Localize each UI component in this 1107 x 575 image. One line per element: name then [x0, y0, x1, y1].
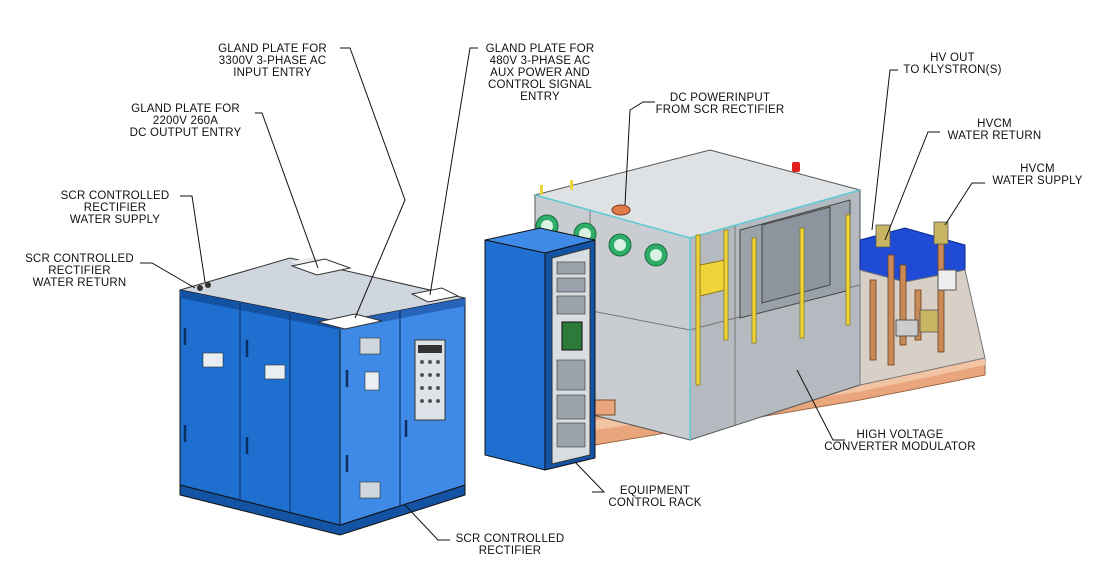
- leader-gland-480: [429, 47, 478, 296]
- leader-dc-input: [624, 101, 655, 206]
- leader-scr-water-supply: [180, 195, 206, 283]
- label-line: CONTROL SIGNAL: [488, 79, 592, 91]
- rectifier-control-panel: [414, 339, 446, 421]
- label-line: WATER RETURN: [32, 277, 127, 289]
- label-line: GLAND PLATE FOR: [485, 43, 595, 55]
- hvcm-water-plumbing: [859, 221, 986, 386]
- label-line: RECTIFIER: [83, 202, 147, 214]
- label-line: CONVERTER MODULATOR: [824, 441, 976, 453]
- label-line: HVCM: [1020, 163, 1055, 175]
- label-hvcm-water-return: HVCM WATER RETURN: [932, 118, 1057, 142]
- label-line: SCR CONTROLLED: [60, 190, 170, 202]
- leader-scr-water-return: [140, 262, 196, 289]
- gland-plate-480: [410, 287, 460, 303]
- label-line: HIGH VOLTAGE: [856, 429, 944, 441]
- equipment-control-rack-unit: [484, 227, 596, 471]
- label-line: HVCM: [977, 118, 1012, 130]
- label-line: RECTIFIER: [478, 545, 542, 557]
- label-line: 3300V 3-PHASE AC: [218, 55, 327, 67]
- label-line: TO KLYSTRON(S): [903, 64, 1002, 76]
- label-line: GLAND PLATE FOR: [218, 43, 327, 55]
- label-scr-rectifier: SCR CONTROLLED RECTIFIER: [440, 533, 580, 557]
- label-hvcm-modulator: HIGH VOLTAGE CONVERTER MODULATOR: [805, 429, 995, 453]
- label-line: CONTROL RACK: [608, 497, 702, 509]
- gland-plate-3300: [290, 258, 352, 276]
- leader-lines: [140, 47, 985, 541]
- leader-hvcm-supply: [944, 182, 985, 226]
- label-equipment-control-rack: EQUIPMENT CONTROL RACK: [595, 485, 715, 509]
- rack-display-screen: [561, 321, 583, 351]
- label-line: FROM SCR RECTIFIER: [655, 104, 785, 116]
- label-gland-plate-2200v: GLAND PLATE FOR 2200V 260A DC OUTPUT ENT…: [118, 103, 253, 139]
- label-line: AUX POWER AND: [490, 67, 590, 79]
- label-line: INPUT ENTRY: [233, 67, 312, 79]
- label-line: SCR CONTROLLED: [25, 253, 134, 265]
- label-line: ENTRY: [520, 91, 560, 103]
- label-line: 480V 3-PHASE AC: [489, 55, 591, 67]
- leader-scr-rectifier: [404, 504, 450, 541]
- leader-hvcm-modulator: [796, 369, 845, 441]
- scr-rectifier-unit: [179, 257, 466, 536]
- leader-equipment-rack: [574, 461, 606, 493]
- modulator-yellow-rods: [695, 214, 851, 386]
- label-gland-plate-480v: GLAND PLATE FOR 480V 3-PHASE AC AUX POWE…: [475, 43, 605, 103]
- label-line: EQUIPMENT: [619, 485, 691, 497]
- label-line: WATER SUPPLY: [69, 214, 161, 226]
- leader-gland-3300: [340, 47, 406, 319]
- rectifier-front-face: [339, 297, 466, 526]
- label-dc-power-input: DC POWERINPUT FROM SCR RECTIFIER: [650, 92, 790, 116]
- label-gland-plate-3300v: GLAND PLATE FOR 3300V 3-PHASE AC INPUT E…: [205, 43, 340, 79]
- label-line: DC POWERINPUT: [669, 92, 771, 104]
- label-line: RECTIFIER: [48, 265, 111, 277]
- label-line: WATER RETURN: [947, 130, 1042, 142]
- label-line: GLAND PLATE FOR: [131, 103, 240, 115]
- beacon-light: [792, 162, 800, 172]
- modulator-yellow-plate: [699, 259, 726, 297]
- leader-gland-2200: [255, 112, 319, 269]
- label-line: SCR CONTROLLED: [455, 533, 565, 545]
- rack-side: [484, 239, 546, 471]
- label-line: HV OUT: [930, 52, 975, 64]
- label-hv-out: HV OUT TO KLYSTRON(S): [890, 52, 1015, 76]
- rectifier-left-face: [179, 289, 341, 526]
- gland-plate-2200: [317, 313, 383, 330]
- label-hvcm-water-supply: HVCM WATER SUPPLY: [975, 163, 1100, 187]
- label-scr-water-supply: SCR CONTROLLED RECTIFIER WATER SUPPLY: [50, 190, 180, 226]
- leader-hvcm-return: [884, 131, 940, 241]
- label-line: 2200V 260A: [152, 115, 219, 127]
- label-line: WATER SUPPLY: [992, 175, 1083, 187]
- leader-hv-out: [871, 69, 898, 231]
- label-scr-water-return: SCR CONTROLLED RECTIFIER WATER RETURN: [12, 253, 147, 289]
- dc-input-connector: [611, 204, 631, 216]
- label-line: DC OUTPUT ENTRY: [129, 127, 242, 139]
